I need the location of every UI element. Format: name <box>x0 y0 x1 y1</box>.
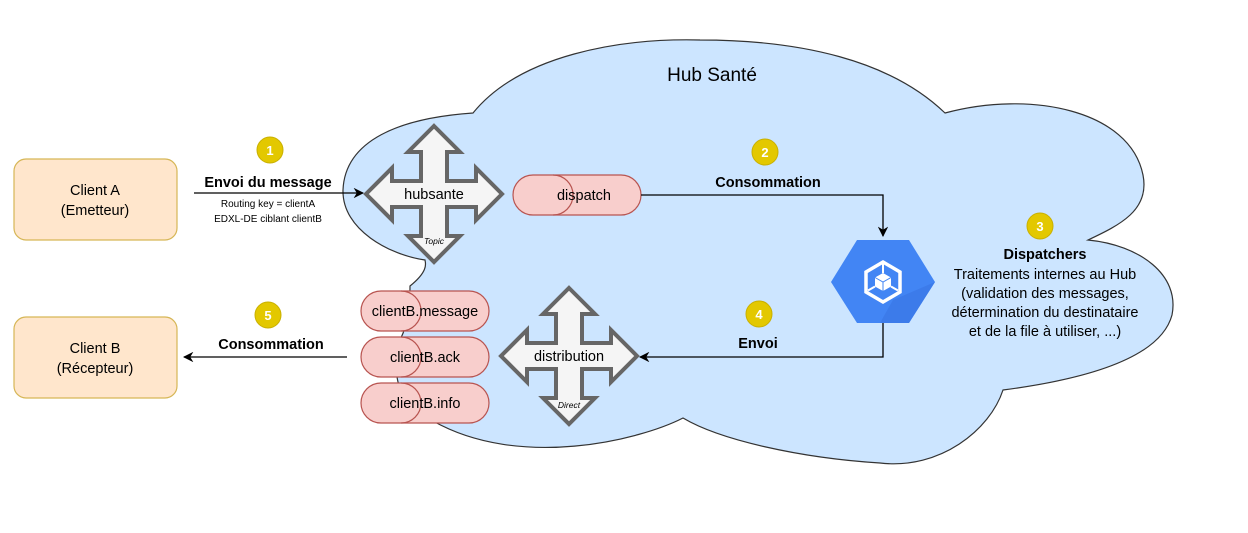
client-b-name: Client B <box>70 341 121 357</box>
clientB-message-label: clientB.message <box>372 304 478 320</box>
step-3-badge <box>1026 212 1054 240</box>
clientB-info-queue[interactable]: clientB.info <box>360 382 490 424</box>
client-a-role: (Emetteur) <box>61 203 130 219</box>
step-1-title: Envoi du message <box>204 175 331 191</box>
step-5-connector: 5 Consommation <box>182 301 347 363</box>
client-a-name: Client A <box>70 183 120 199</box>
step-5-title: Consommation <box>218 337 324 353</box>
step-4-badge <box>745 300 773 328</box>
distribution-type: Direct <box>558 400 581 410</box>
step-1-badge <box>256 136 284 164</box>
step-4-number: 4 <box>755 307 763 322</box>
clientB-info-label: clientB.info <box>390 396 461 412</box>
clientB-message-queue[interactable]: clientB.message <box>360 290 490 332</box>
step-1-routing-key: Routing key = clientA <box>221 199 316 210</box>
step-4-title: Envoi <box>738 336 777 352</box>
step-1-number: 1 <box>266 143 273 158</box>
dispatcher-node[interactable] <box>831 240 935 323</box>
client-b-box[interactable]: Client B (Récepteur) <box>13 316 178 399</box>
consume-arrow <box>641 194 889 238</box>
hubsante-exchange[interactable]: hubsante Topic <box>363 123 505 265</box>
step-3-annotation: 3 Dispatchers Traitements internes au Hu… <box>951 212 1139 340</box>
distribution-exchange[interactable]: distribution Direct <box>498 285 640 427</box>
step-2-connector: 2 Consommation <box>641 138 889 238</box>
step-3-number: 3 <box>1036 219 1043 234</box>
hubsante-label: hubsante <box>404 187 464 203</box>
send-to-distribution-arrow <box>638 323 884 363</box>
clientB-ack-queue[interactable]: clientB.ack <box>360 336 490 378</box>
step-3-line-1: Traitements internes au Hub <box>954 267 1136 283</box>
kubernetes-engine-icon <box>864 259 902 305</box>
hubsante-type: Topic <box>424 236 445 246</box>
distribution-label: distribution <box>534 349 604 365</box>
step-3-title: Dispatchers <box>1003 247 1086 263</box>
step-2-title: Consommation <box>715 175 821 191</box>
dispatch-label: dispatch <box>557 188 611 204</box>
step-3-line-2: (validation des messages, <box>961 286 1129 302</box>
four-way-arrow-icon <box>363 123 505 265</box>
step-4-connector: 4 Envoi <box>638 300 884 363</box>
step-2-number: 2 <box>761 145 768 160</box>
step-5-number: 5 <box>264 308 271 323</box>
client-a-box[interactable]: Client A (Emetteur) <box>13 158 178 241</box>
step-1-connector: 1 Envoi du message Routing key = clientA… <box>194 136 365 225</box>
clientB-ack-label: clientB.ack <box>390 350 461 366</box>
step-5-badge <box>254 301 282 329</box>
step-3-line-3: détermination du destinataire <box>951 305 1138 321</box>
four-way-arrow-icon <box>498 285 640 427</box>
client-b-role: (Récepteur) <box>57 361 134 377</box>
step-1-payload: EDXL-DE ciblant clientB <box>214 214 322 225</box>
dispatch-queue[interactable]: dispatch <box>512 174 642 216</box>
cloud-title: Hub Santé <box>667 65 757 86</box>
step-3-line-4: et de la file à utiliser, ...) <box>969 324 1121 340</box>
step-2-badge <box>751 138 779 166</box>
